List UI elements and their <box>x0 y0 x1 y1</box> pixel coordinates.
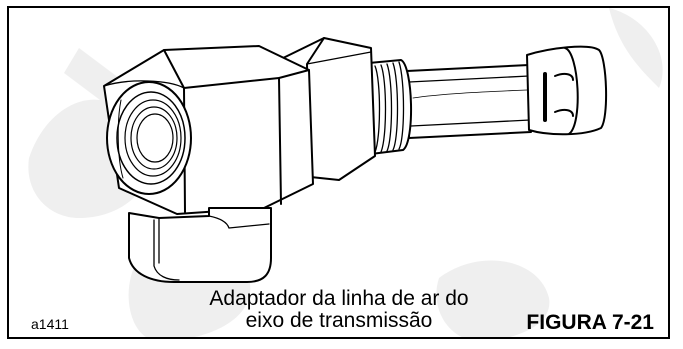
figure-number-label: FIGURA 7-21 <box>526 311 654 334</box>
figure-caption: Adaptador da linha de ar do eixo de tran… <box>159 288 519 332</box>
threaded-section <box>368 59 413 155</box>
air-line-adapter-illustration <box>28 8 663 337</box>
caption-line-2: eixo de transmissão <box>245 309 433 332</box>
mounting-bracket <box>128 207 272 283</box>
threaded-inlet-port <box>106 81 192 195</box>
figure-frame: Adaptador da linha de ar do eixo de tran… <box>7 6 670 339</box>
figure-code: a1411 <box>31 316 69 332</box>
tube-end-cap <box>526 45 608 136</box>
adapter-tube <box>406 64 532 139</box>
caption-line-1: Adaptador da linha de ar do <box>209 287 469 310</box>
